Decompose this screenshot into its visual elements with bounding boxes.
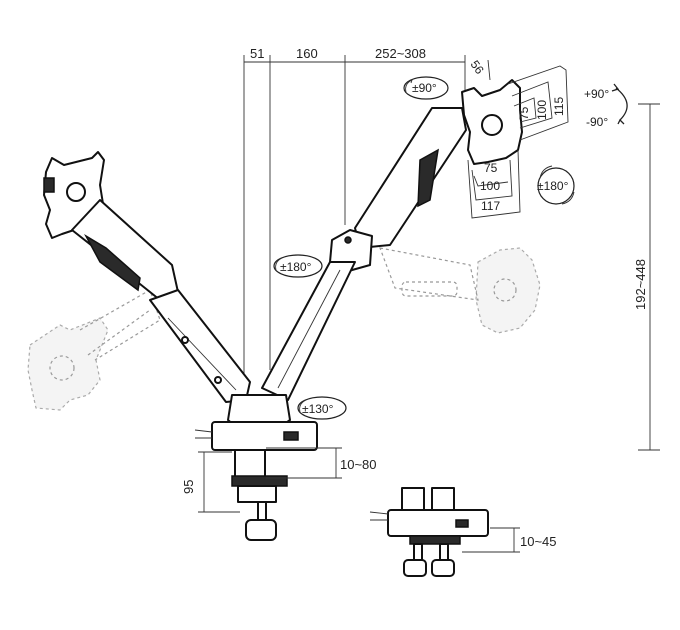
rot-tilt-down: -90°: [586, 115, 608, 129]
rotation-arm-swivel: [273, 254, 323, 278]
grommet-mount: [369, 487, 489, 577]
vesa-bracket-vertical: [507, 65, 569, 141]
right-vesa-plate: [461, 79, 523, 165]
dim-160: 160: [296, 46, 318, 61]
rot-arm-swivel: ±180°: [280, 260, 312, 274]
rotation-base-swivel: [297, 396, 347, 420]
ghost-left-monitor: [27, 289, 161, 411]
vesa-v100: 100: [535, 100, 549, 120]
center-pole: [194, 394, 318, 451]
vesa-bracket-horizontal: [467, 149, 521, 219]
dim-252-308: 252~308: [375, 46, 426, 61]
right-upper-arm: [329, 107, 467, 273]
height-dimension: [638, 103, 660, 451]
right-lower-arm: [261, 261, 356, 401]
top-dimension-lines: [243, 55, 491, 380]
left-upper-arm: [71, 199, 179, 301]
vesa-h100: 100: [480, 179, 500, 193]
dim-192-448: 192~448: [633, 259, 648, 310]
tilt-arrow-icon: [611, 83, 628, 125]
grommet-dimension: [462, 527, 520, 553]
vesa-v115: 115: [552, 97, 566, 116]
left-lower-arm: [149, 289, 251, 403]
rot-tilt-up: +90°: [584, 87, 609, 101]
rotation-head-swivel: [403, 76, 449, 100]
rot-head-swivel: ±90°: [412, 81, 437, 95]
dim-95: 95: [181, 480, 196, 494]
vesa-h117: 117: [481, 199, 500, 213]
rotation-head-rotate: [537, 165, 575, 205]
vesa-v75: 75: [517, 106, 531, 120]
vesa-h75: 75: [484, 161, 498, 175]
rot-base-swivel: ±130°: [302, 402, 334, 416]
rot-head-rotate: ±180°: [537, 179, 569, 193]
dim-56: 56: [468, 58, 487, 77]
clamp-dimension-95: [198, 451, 240, 513]
dim-10-80: 10~80: [340, 457, 377, 472]
clamp-dimension-10-80: [266, 447, 342, 479]
dim-51: 51: [250, 46, 264, 61]
desk-clamp: [231, 449, 288, 541]
ghost-right-monitor: [379, 247, 541, 334]
dim-10-45: 10~45: [520, 534, 557, 549]
